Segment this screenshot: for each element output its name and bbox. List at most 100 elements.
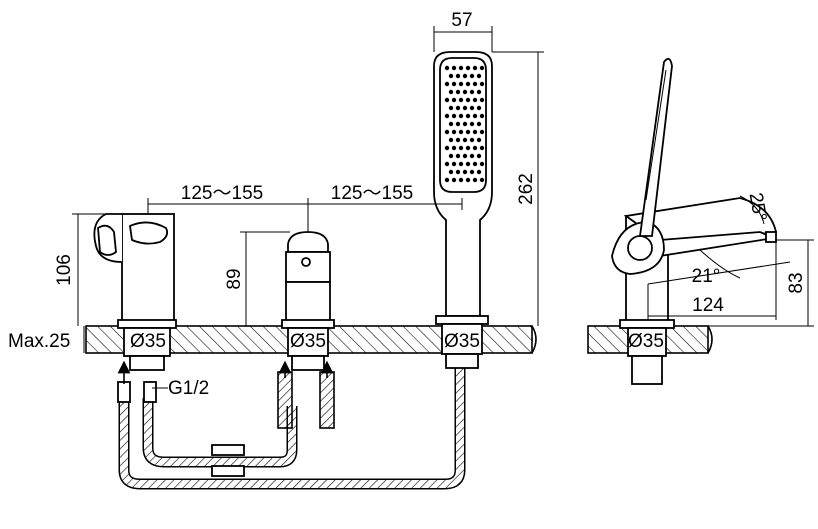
spray-hole <box>462 137 468 143</box>
dim-side-height: 83 <box>786 272 807 293</box>
spray-hole <box>472 129 478 135</box>
spray-hole <box>462 73 468 79</box>
spray-hole <box>479 161 485 167</box>
spray-hole <box>444 145 450 151</box>
spray-hole <box>472 113 478 119</box>
spray-hole <box>476 169 482 175</box>
spray-hole <box>448 137 454 143</box>
spray-hole <box>479 177 485 183</box>
spray-hole <box>451 129 457 135</box>
spray-hole <box>476 153 482 159</box>
spray-hole <box>451 65 457 71</box>
spray-hole <box>458 113 464 119</box>
spray-hole <box>448 105 454 111</box>
spray-hole <box>465 129 471 135</box>
dimension-lines <box>72 26 814 389</box>
spray-hole <box>448 89 454 95</box>
dimension-texts: 106 89 125～155 125～155 57 262 Max.25 Ø35… <box>8 10 807 399</box>
spray-hole <box>458 145 464 151</box>
spray-hole <box>469 121 475 127</box>
spray-hole <box>444 161 450 167</box>
spray-hole <box>479 65 485 71</box>
spray-hole <box>444 81 450 87</box>
spray-hole <box>458 97 464 103</box>
spray-hole <box>465 145 471 151</box>
spray-hole <box>469 169 475 175</box>
spray-hole <box>458 81 464 87</box>
spray-hole <box>455 153 461 159</box>
diverter-valve <box>281 231 335 371</box>
spray-hole <box>469 105 475 111</box>
dim-spout-height: 106 <box>54 254 75 286</box>
spray-hole <box>476 121 482 127</box>
spray-hole <box>465 97 471 103</box>
spray-hole <box>476 89 482 95</box>
spray-hole <box>469 89 475 95</box>
spray-hole <box>462 105 468 111</box>
spray-hole <box>476 73 482 79</box>
spray-hole <box>458 177 464 183</box>
dim-thread: G1/2 <box>168 378 209 399</box>
spray-hole <box>462 153 468 159</box>
dim-hole-2: Ø35 <box>290 331 326 352</box>
spray-hole <box>448 169 454 175</box>
spray-hole <box>451 81 457 87</box>
spray-hole <box>455 121 461 127</box>
spray-hole <box>462 121 468 127</box>
spray-hole <box>476 105 482 111</box>
spray-hole <box>444 129 450 135</box>
spray-hole <box>455 89 461 95</box>
spray-hole <box>444 113 450 119</box>
spray-hole <box>476 137 482 143</box>
dim-side-reach: 124 <box>692 295 724 316</box>
dim-spacing-left: 125～155 <box>181 183 263 204</box>
spray-hole <box>458 161 464 167</box>
spray-hole <box>455 105 461 111</box>
spray-hole <box>472 97 478 103</box>
spray-hole <box>451 177 457 183</box>
spray-hole <box>451 145 457 151</box>
spray-hole <box>451 113 457 119</box>
spray-hole <box>479 145 485 151</box>
spray-hole <box>479 129 485 135</box>
dim-valve-height: 89 <box>224 268 245 289</box>
dim-hole-4: Ø35 <box>628 331 664 352</box>
side-view-faucet <box>611 57 778 385</box>
spray-hole <box>472 161 478 167</box>
spray-hole <box>462 89 468 95</box>
dim-deck-thickness: Max.25 <box>8 331 70 352</box>
spray-hole <box>465 113 471 119</box>
spray-hole <box>472 81 478 87</box>
spray-hole <box>448 121 454 127</box>
spray-hole <box>448 73 454 79</box>
spray-hole <box>465 81 471 87</box>
dim-hole-3: Ø35 <box>444 331 480 352</box>
spray-hole <box>465 65 471 71</box>
spray-hole <box>469 73 475 79</box>
spray-hole <box>465 177 471 183</box>
spray-hole <box>458 129 464 135</box>
spray-hole <box>479 97 485 103</box>
spray-hole <box>455 73 461 79</box>
spray-hole <box>462 169 468 175</box>
spray-hole <box>455 137 461 143</box>
spray-hole <box>444 65 450 71</box>
spray-hole <box>444 97 450 103</box>
dim-handshower-height: 262 <box>516 173 537 205</box>
spray-hole <box>455 169 461 175</box>
spray-hole <box>472 65 478 71</box>
dim-handshower-width: 57 <box>451 10 472 31</box>
spray-hole <box>472 177 478 183</box>
spray-hole <box>472 145 478 151</box>
spray-hole <box>451 161 457 167</box>
dim-angle-lower: 21° <box>692 266 721 287</box>
dim-spacing-right: 125～155 <box>331 183 413 204</box>
spray-hole <box>479 81 485 87</box>
spray-hole <box>465 161 471 167</box>
spray-hole <box>444 177 450 183</box>
dim-angle-upper: 25° <box>745 191 771 223</box>
spray-hole <box>479 113 485 119</box>
spray-hole <box>469 153 475 159</box>
spray-hole <box>458 65 464 71</box>
